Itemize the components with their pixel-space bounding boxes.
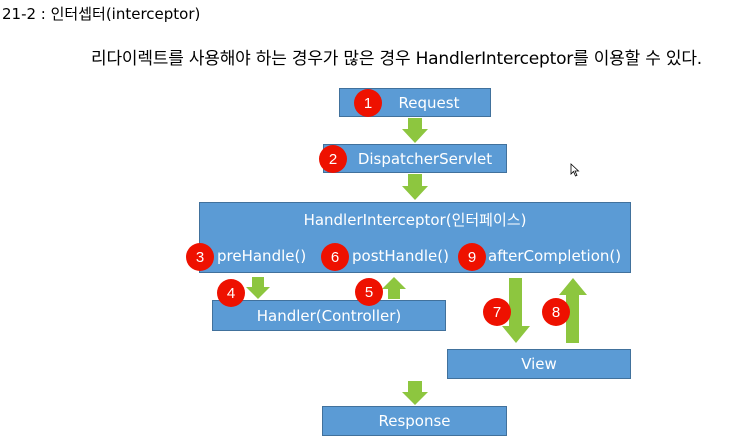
page-heading: 21-2 : 인터셉터(interceptor) xyxy=(2,5,201,23)
view-box: View xyxy=(447,349,631,379)
posthandle-label: postHandle() xyxy=(352,247,449,265)
step-badge-9: 9 xyxy=(458,243,486,271)
slide-subtitle: 리다이렉트를 사용해야 하는 경우가 많은 경우 HandlerIntercep… xyxy=(91,49,702,69)
dispatcher-servlet-label: DispatcherServlet xyxy=(357,149,493,168)
step-badge-6: 6 xyxy=(321,243,349,271)
step-badge-3: 3 xyxy=(186,243,214,271)
arrow-to-response xyxy=(402,381,428,405)
prehandle-label: preHandle() xyxy=(217,247,307,265)
arrow-prehandle-down xyxy=(246,277,270,299)
handler-interceptor-box: HandlerInterceptor(인터페이스) preHandle() po… xyxy=(199,202,631,273)
step-badge-1: 1 xyxy=(354,89,382,117)
request-label: Request xyxy=(398,93,460,112)
arrow-dispatcher-to-interceptor xyxy=(402,174,428,200)
step-badge-5: 5 xyxy=(355,278,383,306)
step-badge-2: 2 xyxy=(319,145,347,173)
view-label: View xyxy=(521,355,557,373)
handler-controller-label: Handler(Controller) xyxy=(256,306,402,325)
response-label: Response xyxy=(378,412,451,430)
dispatcher-servlet-box: DispatcherServlet xyxy=(323,144,507,173)
mouse-cursor-icon xyxy=(570,163,580,177)
step-badge-8: 8 xyxy=(542,298,570,326)
arrow-posthandle-up xyxy=(382,277,406,299)
handler-interceptor-title: HandlerInterceptor(인터페이스) xyxy=(303,211,527,229)
response-box: Response xyxy=(322,406,507,436)
aftercompletion-label: afterCompletion() xyxy=(488,247,622,265)
step-badge-4: 4 xyxy=(217,279,245,307)
step-badge-7: 7 xyxy=(483,298,511,326)
handler-controller-box: Handler(Controller) xyxy=(212,300,446,331)
arrow-request-to-dispatcher xyxy=(402,118,428,143)
